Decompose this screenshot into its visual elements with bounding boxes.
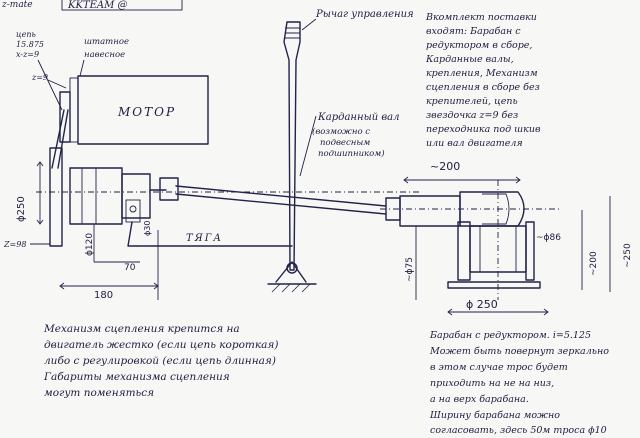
dim-200-top: ~200 [430,160,460,173]
cardan-leader [299,115,317,177]
cardan-shaft-bottom [175,193,387,215]
delivery-line-9: переходника под шкив [426,124,541,135]
dim-250-right: ~250 [623,243,633,268]
dim-d250-left: ϕ250 [16,196,27,222]
z9-leader [47,79,67,89]
mechanism-line-5: могут поменяться [44,387,154,399]
delivery-line-5: крепления, Механизм [426,68,538,79]
cardan-note-line-1: (возможно с [312,126,370,137]
rod-label: ТЯГА [186,233,223,244]
z98-label: Z=98 [3,240,26,249]
reducer-detail [482,193,510,225]
mechanism-line-4: Габариты механизма сцепления [43,371,230,383]
clutch-pivot [129,205,137,213]
drum-line-5-text: а на верх барабана. [430,394,529,405]
cardan-note-line-2: подвесным [320,138,370,148]
drum-line-2-text: Может быть повернут зеркально [429,346,609,357]
dim-250-bottom: ϕ 250 [466,298,498,311]
clutch-lever-base [125,199,141,223]
dim-d86: ~ϕ86 [536,233,561,243]
dim-d75: ~ϕ75 [405,257,415,282]
dim-70: 70 [124,263,136,273]
drum-line-3-text: в этом случае трос будет [430,362,568,373]
cardan-note-line-3: подшипником) [318,148,385,159]
delivery-note: Вкомплект поставки входят: Барабан с ред… [425,12,541,149]
mechanism-line-1: Механизм сцепления крепится на [43,323,240,335]
drum-flange-left [457,221,471,281]
motor-label: МОТОР [117,105,176,119]
drum-flange-right [525,221,535,281]
dim-arrows-d250 [36,161,44,225]
z9-label: z=9 [31,73,48,82]
delivery-line-8: звездочка z=9 без [426,110,518,121]
mechanism-note: Механизм сцепления крепится на двигатель… [43,323,278,399]
dim-arrows-200-top [403,176,521,184]
dim-180: 180 [94,290,113,301]
motor: МОТОР [69,75,209,145]
small-sprocket [59,91,71,143]
chain-run-1 [51,109,65,169]
control-lever [267,21,317,293]
cardan-shaft-top [175,185,387,207]
standard-mount-line-1: штатное [84,37,129,47]
mechanism-line-3: либо с регулировкой (если цепь длинная) [44,355,276,367]
dim-200-right: ~200 [589,251,599,276]
chain-label-line-2: 15.875 [16,40,44,49]
chain-leader [37,59,63,111]
header-title-fragment: KKTEAM @ [67,0,128,11]
chain-label-line-3: x-z=9 [16,50,39,59]
delivery-line-1: Вкомплект поставки [425,12,537,23]
cardan-joint-left [159,177,179,201]
ground-hatch [271,283,311,293]
standard-mount-line-2: навесное [84,50,125,60]
dim-arrows-250-bottom [447,308,549,316]
drum-line-6-text: Ширину барабана можно [429,410,560,421]
control-lever-leader [301,18,317,31]
lever-mount [275,261,307,283]
drum-note: Барабан с редуктором. i=5.125 Может быть… [429,330,609,436]
chain-run-2 [57,109,69,169]
chain-drive [49,91,71,247]
cardan-shaft-label: Карданный вал [317,112,400,123]
delivery-line-4: Карданные валы, [425,54,514,65]
delivery-line-2: входят: Барабан с [426,26,521,37]
clutch-lever [127,221,139,247]
delivery-line-7: крепителей, цепь [426,96,518,107]
chain-label: цепь 15.875 x-z=9 [16,30,44,59]
header-fragment-left: z-mate [1,0,33,10]
header-title-box [61,0,183,11]
mechanism-line-2: двигатель жестко (если цепь короткая) [44,339,278,351]
drum-line-1-text: Барабан с редуктором. i=5.125 [429,330,591,341]
lever-shaft [283,21,301,271]
delivery-line-10: или вал двигателя [426,138,523,149]
drum-line-7-text: согласовать, здесь 50м троса ϕ10 [430,425,607,436]
mount-leader [79,59,85,77]
clutch-cap [121,173,151,219]
drum-line-4-text: приходить на не на низ, [430,378,554,389]
reducer-input [399,195,461,227]
drum-base [447,281,541,289]
lever-grip [285,27,300,39]
delivery-line-6: сцепления в сборе без [426,82,540,93]
big-sprocket [49,147,63,247]
dim-d30: ϕ30 [143,221,152,236]
motor-flange [69,77,79,143]
dim-d120: ϕ120 [85,233,95,256]
delivery-line-3: редуктором в сборе, [426,40,532,51]
control-lever-label: Рычаг управления [315,9,414,20]
clutch-mechanism [69,167,179,247]
chain-label-line-1: цепь [16,30,36,39]
